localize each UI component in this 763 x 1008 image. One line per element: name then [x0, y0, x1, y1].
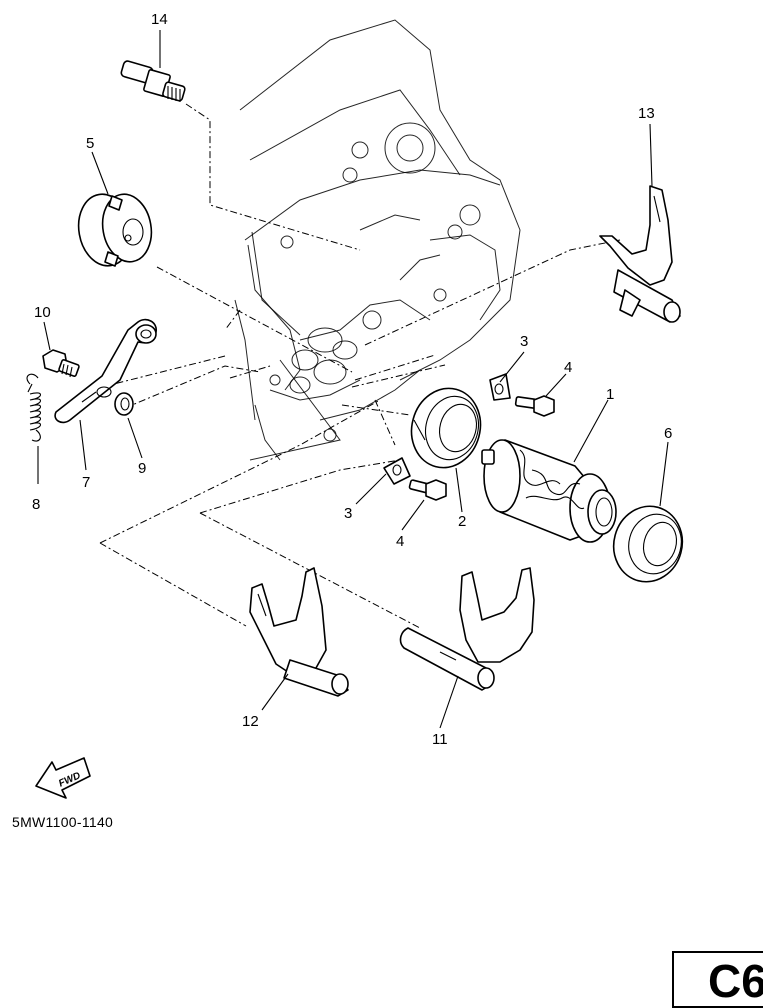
part-4-bolt-upper: [514, 395, 555, 417]
callout-4-lower: 4: [396, 533, 404, 550]
callout-4-upper: 4: [564, 359, 572, 376]
part-11-shift-fork: [399, 567, 535, 691]
callout-7: 7: [82, 474, 90, 491]
part-5-segment: [77, 193, 153, 267]
callout-12: 12: [242, 713, 259, 730]
page-code: C6: [708, 955, 763, 1007]
part-13-shift-fork: [599, 185, 681, 323]
crankcase-outline: [234, 19, 521, 461]
callout-leaders: [37, 30, 669, 729]
callout-3-lower: 3: [344, 505, 352, 522]
part-6-oil-seal: [612, 505, 684, 583]
part-12-shift-fork: [249, 567, 349, 697]
part-1-shift-drum: [481, 439, 617, 543]
part-3-plate-lower: [383, 457, 411, 485]
callout-11: 11: [432, 731, 448, 748]
callout-3-upper: 3: [520, 333, 528, 350]
callout-13: 13: [638, 105, 655, 122]
part-7-stopper-lever: [54, 318, 157, 424]
part-2-bearing: [410, 387, 482, 469]
callout-9: 9: [138, 460, 146, 477]
part-9-washer: [114, 392, 134, 416]
callout-2: 2: [458, 513, 466, 530]
part-3-plate-upper: [489, 373, 511, 401]
callout-labels: 14 5 10 8 7 9 13 3 4 1 6 3 4 2 12 11: [32, 11, 672, 748]
callout-6: 6: [664, 425, 672, 442]
diagram-code: 5MW1100-1140: [12, 814, 114, 830]
part-4-bolt-lower: [408, 479, 447, 501]
part-10-bolt: [42, 349, 80, 378]
page-code-box: C6: [672, 951, 763, 1008]
part-14-shaft-bolt: [120, 60, 186, 102]
callout-1: 1: [606, 386, 614, 403]
assembly-lines: [89, 103, 621, 629]
callout-10: 10: [34, 304, 51, 321]
callout-14: 14: [151, 11, 168, 28]
callout-8: 8: [32, 496, 40, 513]
fwd-arrow-icon: FWD: [35, 757, 91, 799]
callout-5: 5: [86, 135, 94, 152]
part-8-spring: [26, 373, 42, 442]
